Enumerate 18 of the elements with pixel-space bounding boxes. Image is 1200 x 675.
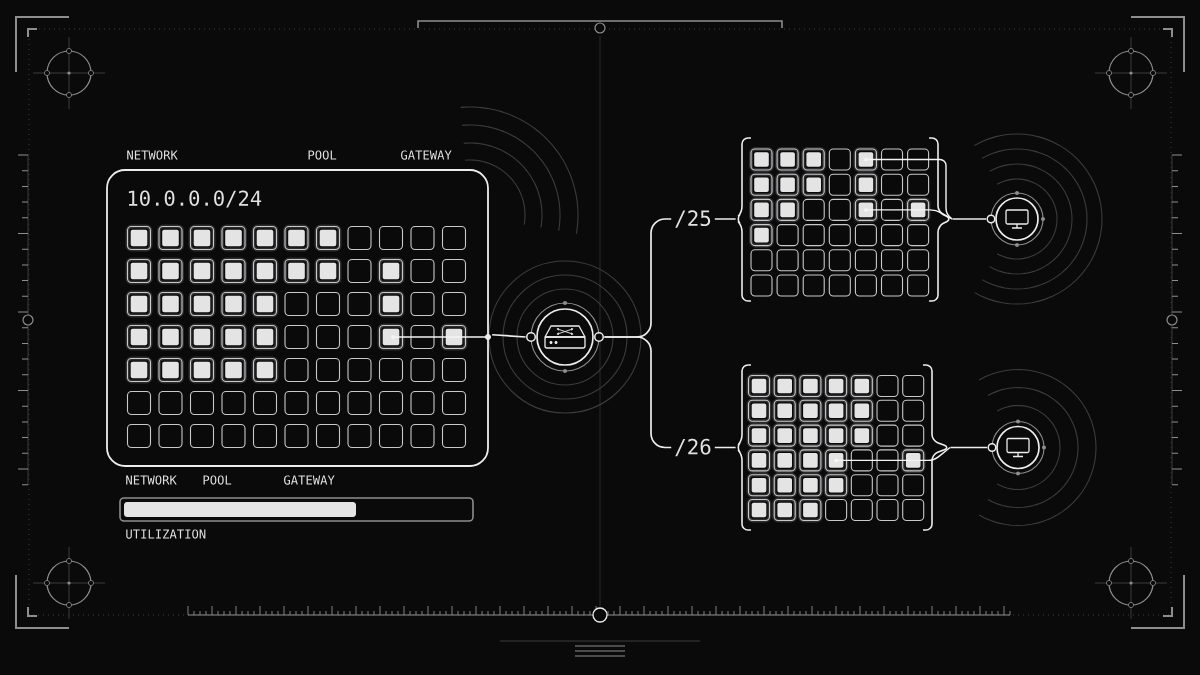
connector-line — [949, 446, 988, 449]
connector-line — [491, 333, 527, 338]
router-circle — [526, 301, 604, 373]
cell-grid — [737, 364, 951, 531]
column-label: POOL — [308, 150, 337, 160]
edge-label: /25 — [671, 207, 715, 231]
subnet-panel: 10.0.0.0/24 — [106, 169, 491, 467]
column-label: POOL — [203, 475, 232, 485]
column-label: NETWORK — [126, 475, 177, 485]
cell-grid — [737, 137, 953, 302]
column-label: GATEWAY — [284, 475, 335, 485]
device-circle — [987, 419, 1046, 476]
device-circle — [986, 191, 1045, 247]
column-label: GATEWAY — [401, 150, 452, 160]
edge-label: /26 — [671, 435, 715, 460]
connector-line — [951, 218, 987, 220]
column-label: NETWORK — [127, 150, 178, 160]
bar-label: UTILIZATION — [126, 529, 206, 539]
